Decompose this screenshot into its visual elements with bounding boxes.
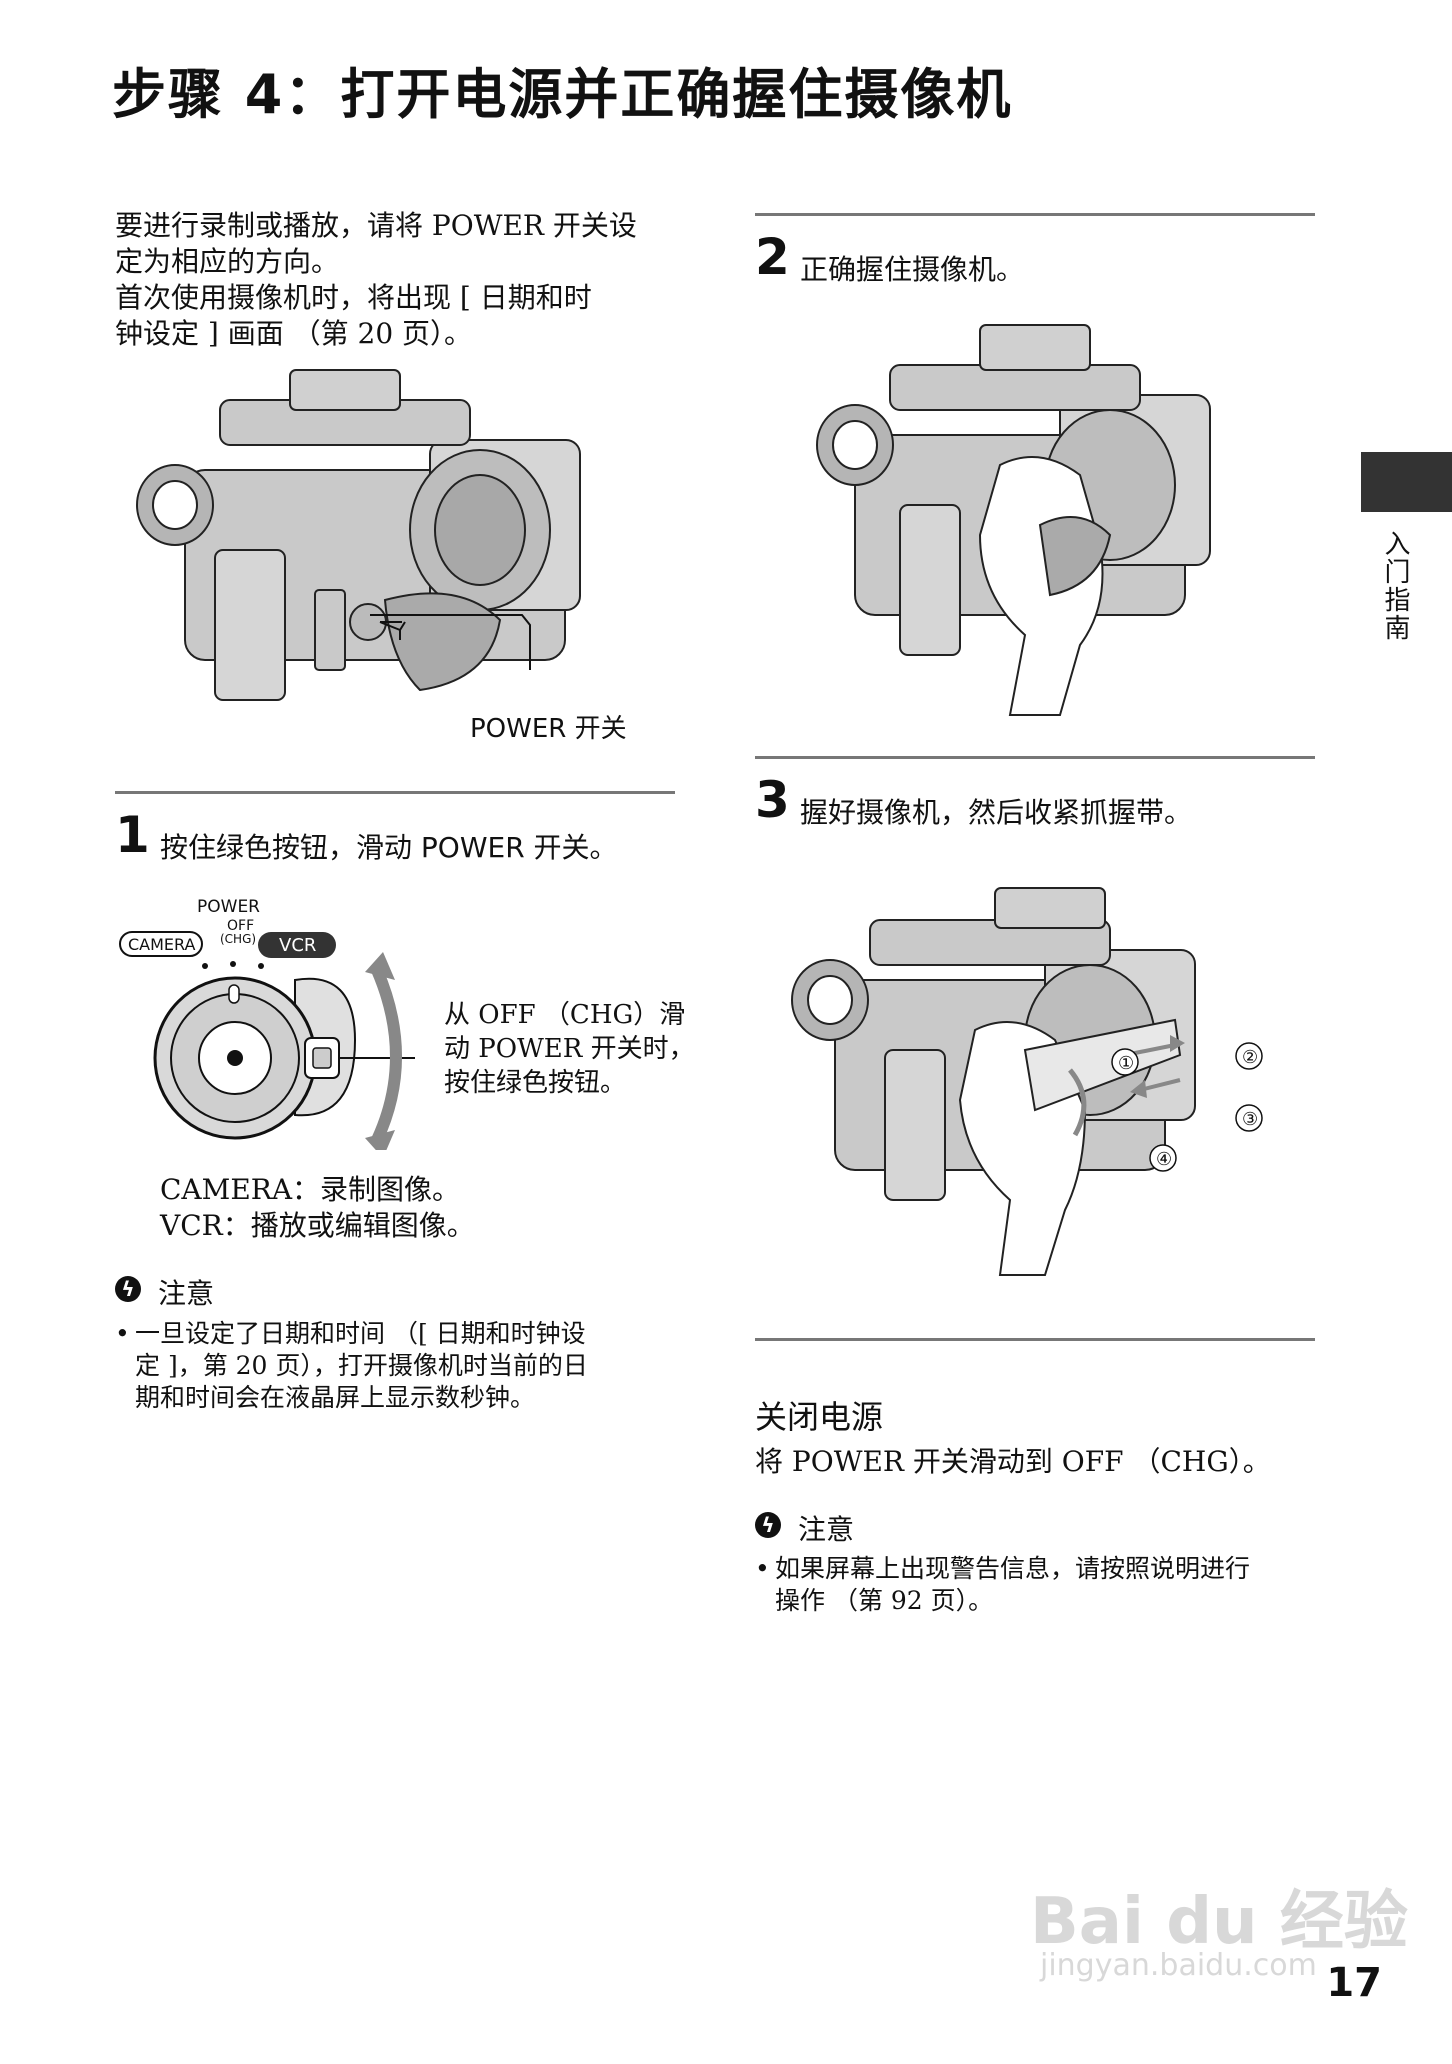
warning-icon: ϟ	[755, 1512, 781, 1538]
section-tab-marker	[1361, 452, 1452, 512]
step-divider	[755, 213, 1315, 216]
note-line: 期和时间会在液晶屏上显示数秒钟。	[135, 1383, 536, 1412]
marker-4: ④	[1156, 1149, 1172, 1170]
step-2-number: 2	[755, 228, 790, 286]
camera-mode-badge	[119, 931, 203, 957]
callout-line: 按住绿色按钮。	[444, 1068, 627, 1098]
section-divider	[755, 1338, 1315, 1341]
note-line: 一旦设定了日期和时间 （[ 日期和时钟设	[135, 1319, 586, 1348]
note-bullet: •	[755, 1554, 770, 1583]
camera-mode-description: CAMERA：录制图像。	[160, 1173, 461, 1206]
grip-strap	[1023, 1018, 1182, 1112]
callout-line: 动 POWER 开关时，	[444, 1034, 695, 1064]
intro-line: 要进行录制或播放，请将 POWER 开关设	[115, 209, 637, 242]
watermark-url: jingyan.baidu.com	[1040, 1948, 1317, 1983]
step-1-number: 1	[115, 806, 150, 864]
intro-line: 钟设定 ] 画面 （第 20 页）。	[115, 317, 473, 350]
intro-text: 要进行录制或播放，请将 POWER 开关设 定为相应的方向。 首次使用摄像机时，…	[115, 208, 675, 352]
note-line: 操作 （第 92 页）。	[775, 1586, 994, 1615]
marker-3: ③	[1242, 1109, 1258, 1130]
page-title: 步骤 4：打开电源并正确握住摄像机	[112, 63, 1013, 126]
camera-mode-label: CAMERA	[128, 935, 196, 954]
step-divider	[115, 791, 675, 794]
vcr-mode-description: VCR：播放或编辑图像。	[160, 1209, 475, 1242]
note-text: 如果屏幕上出现警告信息，请按照说明进行 操作 （第 92 页）。	[775, 1553, 1315, 1617]
step-3-number: 3	[755, 771, 790, 829]
power-switch-callout-line	[370, 614, 531, 670]
camcorder-strap-illustration: ① ② ③ ④	[791, 887, 1263, 1276]
intro-line: 定为相应的方向。	[115, 245, 340, 278]
camcorder-illustration	[136, 369, 581, 701]
vcr-mode-badge	[258, 932, 336, 958]
note-heading: 注意	[158, 1277, 215, 1310]
power-switch-callout: POWER 开关	[470, 714, 627, 744]
power-off-text: 将 POWER 开关滑动到 OFF （CHG）。	[755, 1445, 1271, 1478]
note-text: 一旦设定了日期和时间 （[ 日期和时钟设 定 ]，第 20 页），打开摄像机时当…	[135, 1318, 675, 1414]
off-label: OFF	[227, 918, 254, 934]
intro-line: 首次使用摄像机时，将出现 [ 日期和时	[115, 281, 592, 314]
step-2-instruction: 正确握住摄像机。	[800, 253, 1025, 286]
green-button-callout: 从 OFF （CHG）滑 动 POWER 开关时， 按住绿色按钮。	[444, 998, 695, 1100]
callout-line: 从 OFF （CHG）滑	[444, 1000, 686, 1030]
marker-1: ①	[1118, 1053, 1134, 1074]
baidu-watermark: Bai du 经验	[1030, 1885, 1408, 1959]
power-off-heading: 关闭电源	[755, 1398, 884, 1436]
step-1-instruction: 按住绿色按钮，滑动 POWER 开关。	[160, 831, 618, 864]
power-label: POWER	[197, 897, 260, 917]
mode-descriptions: CAMERA：录制图像。 VCR：播放或编辑图像。	[160, 1172, 475, 1244]
warning-icon: ϟ	[115, 1276, 141, 1302]
hand-illustration	[978, 456, 1104, 716]
page-number: 17	[1326, 1960, 1382, 2006]
note-bullet: •	[115, 1319, 130, 1348]
marker-2: ②	[1242, 1047, 1258, 1068]
step-3-instruction: 握好摄像机，然后收紧抓握带。	[800, 796, 1193, 829]
note-line: 如果屏幕上出现警告信息，请按照说明进行	[775, 1554, 1251, 1583]
step-divider	[755, 756, 1315, 759]
camcorder-grip-illustration	[816, 324, 1211, 716]
rotate-arrow-icon	[371, 967, 402, 1143]
section-tab-label: 入门指南	[1380, 530, 1410, 642]
note-heading: 注意	[798, 1513, 855, 1546]
power-switch-diagram: POWER OFF (CHG) CAMERA VCR	[119, 897, 415, 1150]
vcr-mode-label: VCR	[279, 935, 316, 956]
note-line: 定 ]，第 20 页），打开摄像机时当前的日	[135, 1351, 588, 1380]
chg-label: (CHG)	[220, 932, 256, 946]
